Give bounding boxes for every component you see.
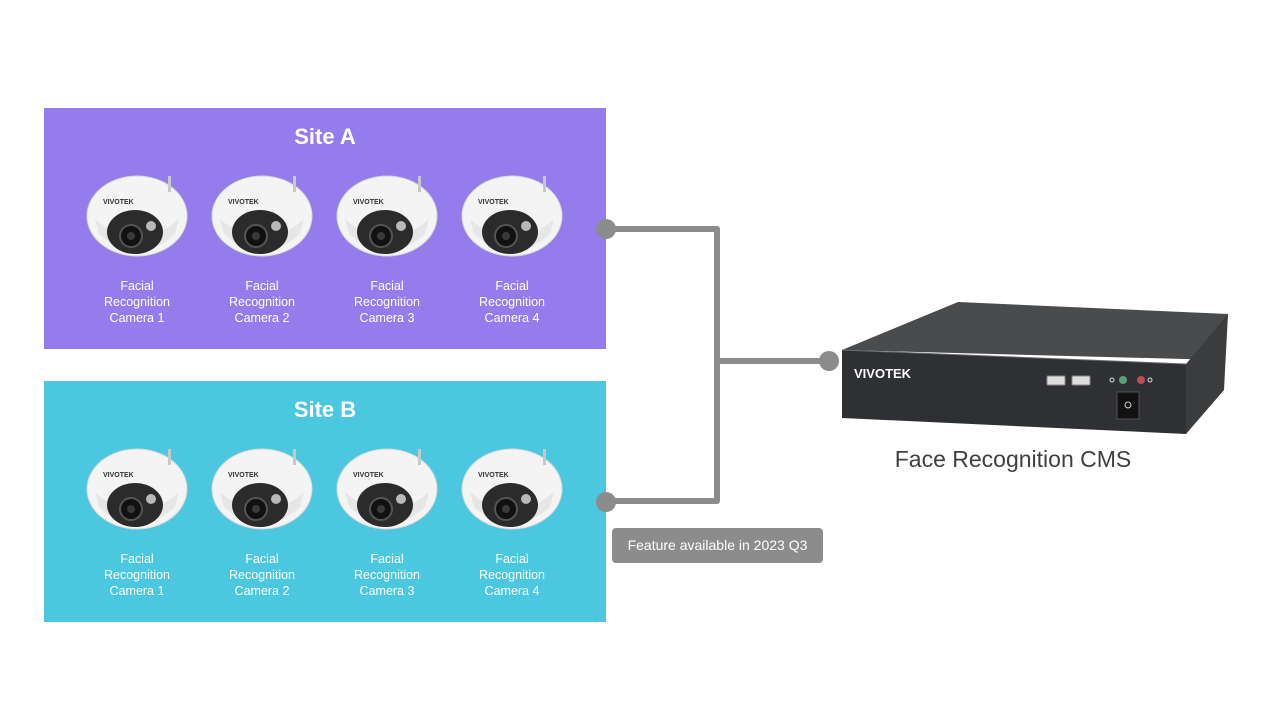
cms-device-label: Face Recognition CMS xyxy=(894,446,1132,472)
svg-text:VIVOTEK: VIVOTEK xyxy=(228,472,259,479)
indicator-icon xyxy=(1109,377,1115,383)
power-switch-icon xyxy=(1116,391,1140,420)
svg-text:VIVOTEK: VIVOTEK xyxy=(228,199,259,206)
dome-camera-icon: VIVOTEK xyxy=(211,175,313,257)
dome-camera-icon: VIVOTEK xyxy=(86,175,188,257)
dome-camera-icon: VIVOTEK xyxy=(336,175,438,257)
connector-dot-site-a xyxy=(596,219,616,239)
svg-text:VIVOTEK: VIVOTEK xyxy=(103,472,134,479)
status-led-icon xyxy=(1137,376,1145,384)
dome-camera-icon: VIVOTEK xyxy=(336,448,438,530)
usb-port-icon xyxy=(1071,375,1091,386)
usb-port-icon xyxy=(1046,375,1066,386)
site-a-title: Site A xyxy=(294,124,356,149)
availability-badge: Feature available in 2023 Q3 xyxy=(612,528,823,563)
indicator-icon xyxy=(1147,377,1153,383)
cms-server-device: VIVOTEK xyxy=(841,302,1228,434)
svg-text:VIVOTEK: VIVOTEK xyxy=(103,199,134,206)
dome-camera-icon: VIVOTEK xyxy=(461,448,563,530)
dome-camera-icon: VIVOTEK xyxy=(211,448,313,530)
dome-camera-icon: VIVOTEK xyxy=(461,175,563,257)
svg-text:VIVOTEK: VIVOTEK xyxy=(353,472,384,479)
dome-camera-icon: VIVOTEK xyxy=(86,448,188,530)
svg-text:VIVOTEK: VIVOTEK xyxy=(353,199,384,206)
svg-text:VIVOTEK: VIVOTEK xyxy=(478,199,509,206)
status-led-icon xyxy=(1119,376,1127,384)
site-b-title: Site B xyxy=(293,397,357,422)
connector-line xyxy=(606,226,720,504)
svg-text:VIVOTEK: VIVOTEK xyxy=(478,472,509,479)
connector-dot-cms xyxy=(819,351,839,371)
connector-dot-site-b xyxy=(596,492,616,512)
device-brand-logo: VIVOTEK xyxy=(854,366,912,381)
